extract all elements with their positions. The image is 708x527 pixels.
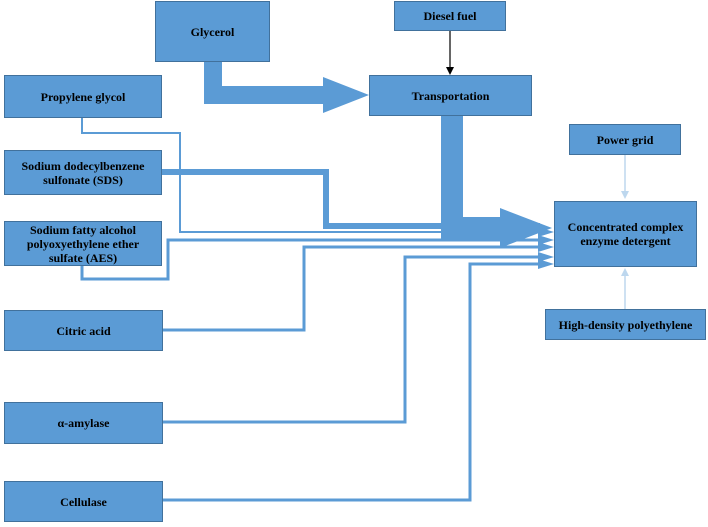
node-propylene-glycol: Propylene glycol [4,75,162,118]
node-cellulase: Cellulase [4,481,163,522]
arrowhead-small-1 [538,227,554,237]
flow-propylene-target [81,118,540,233]
arrowhead-diesel-transportation [446,67,454,75]
flow-aes-target [80,238,540,281]
node-concentrated-detergent: Concentrated complex enzyme detergent [554,201,697,267]
node-sds: Sodium dodecylbenzene sulfonate (SDS) [4,150,162,195]
arrowhead-hdpe-target [621,268,629,276]
flow-cellulase-target [163,262,540,502]
node-transportation: Transportation [369,75,532,116]
flow-amylase-target [163,255,540,424]
node-diesel-fuel: Diesel fuel [394,1,506,31]
arrowhead-small-5 [538,259,554,269]
arrowhead-small-2 [538,235,554,245]
node-glycerol: Glycerol [155,1,270,62]
arrowhead-small-4 [538,252,554,262]
flow-transportation-target [441,116,505,239]
flow-glycerol-transportation [204,62,325,104]
flow-citric-target [163,245,540,332]
node-alpha-amylase: α-amylase [4,402,163,444]
flow-sds-target [162,169,540,229]
node-power-grid: Power grid [569,124,681,155]
arrowhead-power-target [621,191,629,199]
node-aes: Sodium fatty alcohol polyoxyethylene eth… [4,221,162,266]
arrowhead-glycerol-transportation [323,77,369,113]
node-hdpe: High-density polyethylene [545,309,706,340]
arrowhead-small-3 [538,242,554,252]
node-citric-acid: Citric acid [4,310,163,351]
